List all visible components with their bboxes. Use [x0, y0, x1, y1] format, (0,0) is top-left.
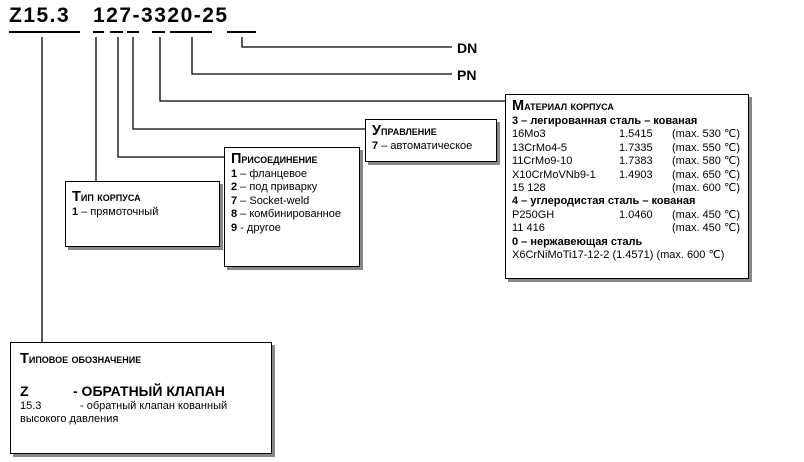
material-leader: [159, 37, 505, 102]
underline-type: [9, 31, 80, 33]
control-title: Управление: [372, 123, 437, 139]
control-item: 7 – автоматическое: [372, 140, 473, 152]
code-group-2: 127-3320-25: [93, 4, 229, 27]
connection-box: Присоединение 1 – фланцевое 2 – под прив…: [224, 147, 360, 267]
underline-dn: [227, 31, 256, 33]
underline-material: [152, 31, 165, 33]
material-row: 11 416(max. 450 ℃): [512, 222, 740, 235]
connection-item: 2 – под приварку: [231, 181, 318, 194]
material-group-0-header: 0 – нержавеющая сталь: [512, 235, 643, 248]
control-leader: [132, 37, 365, 130]
designation-z-line: Z- ОБРАТНЫЙ КЛАПАН: [20, 383, 225, 399]
body-type-box: Тип корпуса 1 – прямоточный: [65, 181, 220, 247]
control-box: Управление 7 – автоматическое: [365, 119, 497, 162]
body-type-title: Тип корпуса: [72, 189, 141, 205]
underline-pn: [170, 31, 212, 33]
dn-leader: [241, 37, 452, 48]
material-row: X6CrNiMoTi17-12-2 (1.4571) (max. 600 ℃): [512, 249, 725, 262]
designation-box: Типовое обозначение Z- ОБРАТНЫЙ КЛАПАН 1…: [10, 342, 272, 454]
material-group-3-header: 3 – легированная сталь – кованая: [512, 115, 698, 127]
dn-label: DN: [457, 40, 478, 56]
underline-connection: [110, 31, 123, 33]
connection-leader: [117, 37, 224, 158]
material-box: Материал корпуса 3 – легированная сталь …: [505, 94, 749, 279]
body-type-item: 1 – прямоточный: [72, 206, 159, 218]
material-title: Материал корпуса: [512, 98, 614, 114]
connection-item: 7 – Socket-weld: [231, 194, 310, 207]
connection-item: 1 – фланцевое: [231, 168, 308, 180]
code-group-1: Z15.3: [9, 4, 71, 27]
designation-series-line: 15.3- обратный клапан кованный: [20, 400, 228, 412]
connection-item: 8 – комбинированное: [231, 208, 341, 221]
material-row: 15 128(max. 600 ℃): [512, 182, 740, 195]
connection-item: 9 - другое: [231, 221, 281, 234]
pn-label: PN: [457, 67, 477, 83]
pn-leader: [191, 37, 452, 75]
underline-control: [127, 31, 139, 33]
material-group-4-header: 4 – углеродистая сталь – кованая: [512, 195, 696, 208]
underline-body: [93, 31, 104, 33]
designation-title: Типовое обозначение: [20, 351, 142, 367]
connection-title: Присоединение: [231, 151, 318, 167]
designation-series-line-2: высокого давления: [20, 413, 119, 426]
